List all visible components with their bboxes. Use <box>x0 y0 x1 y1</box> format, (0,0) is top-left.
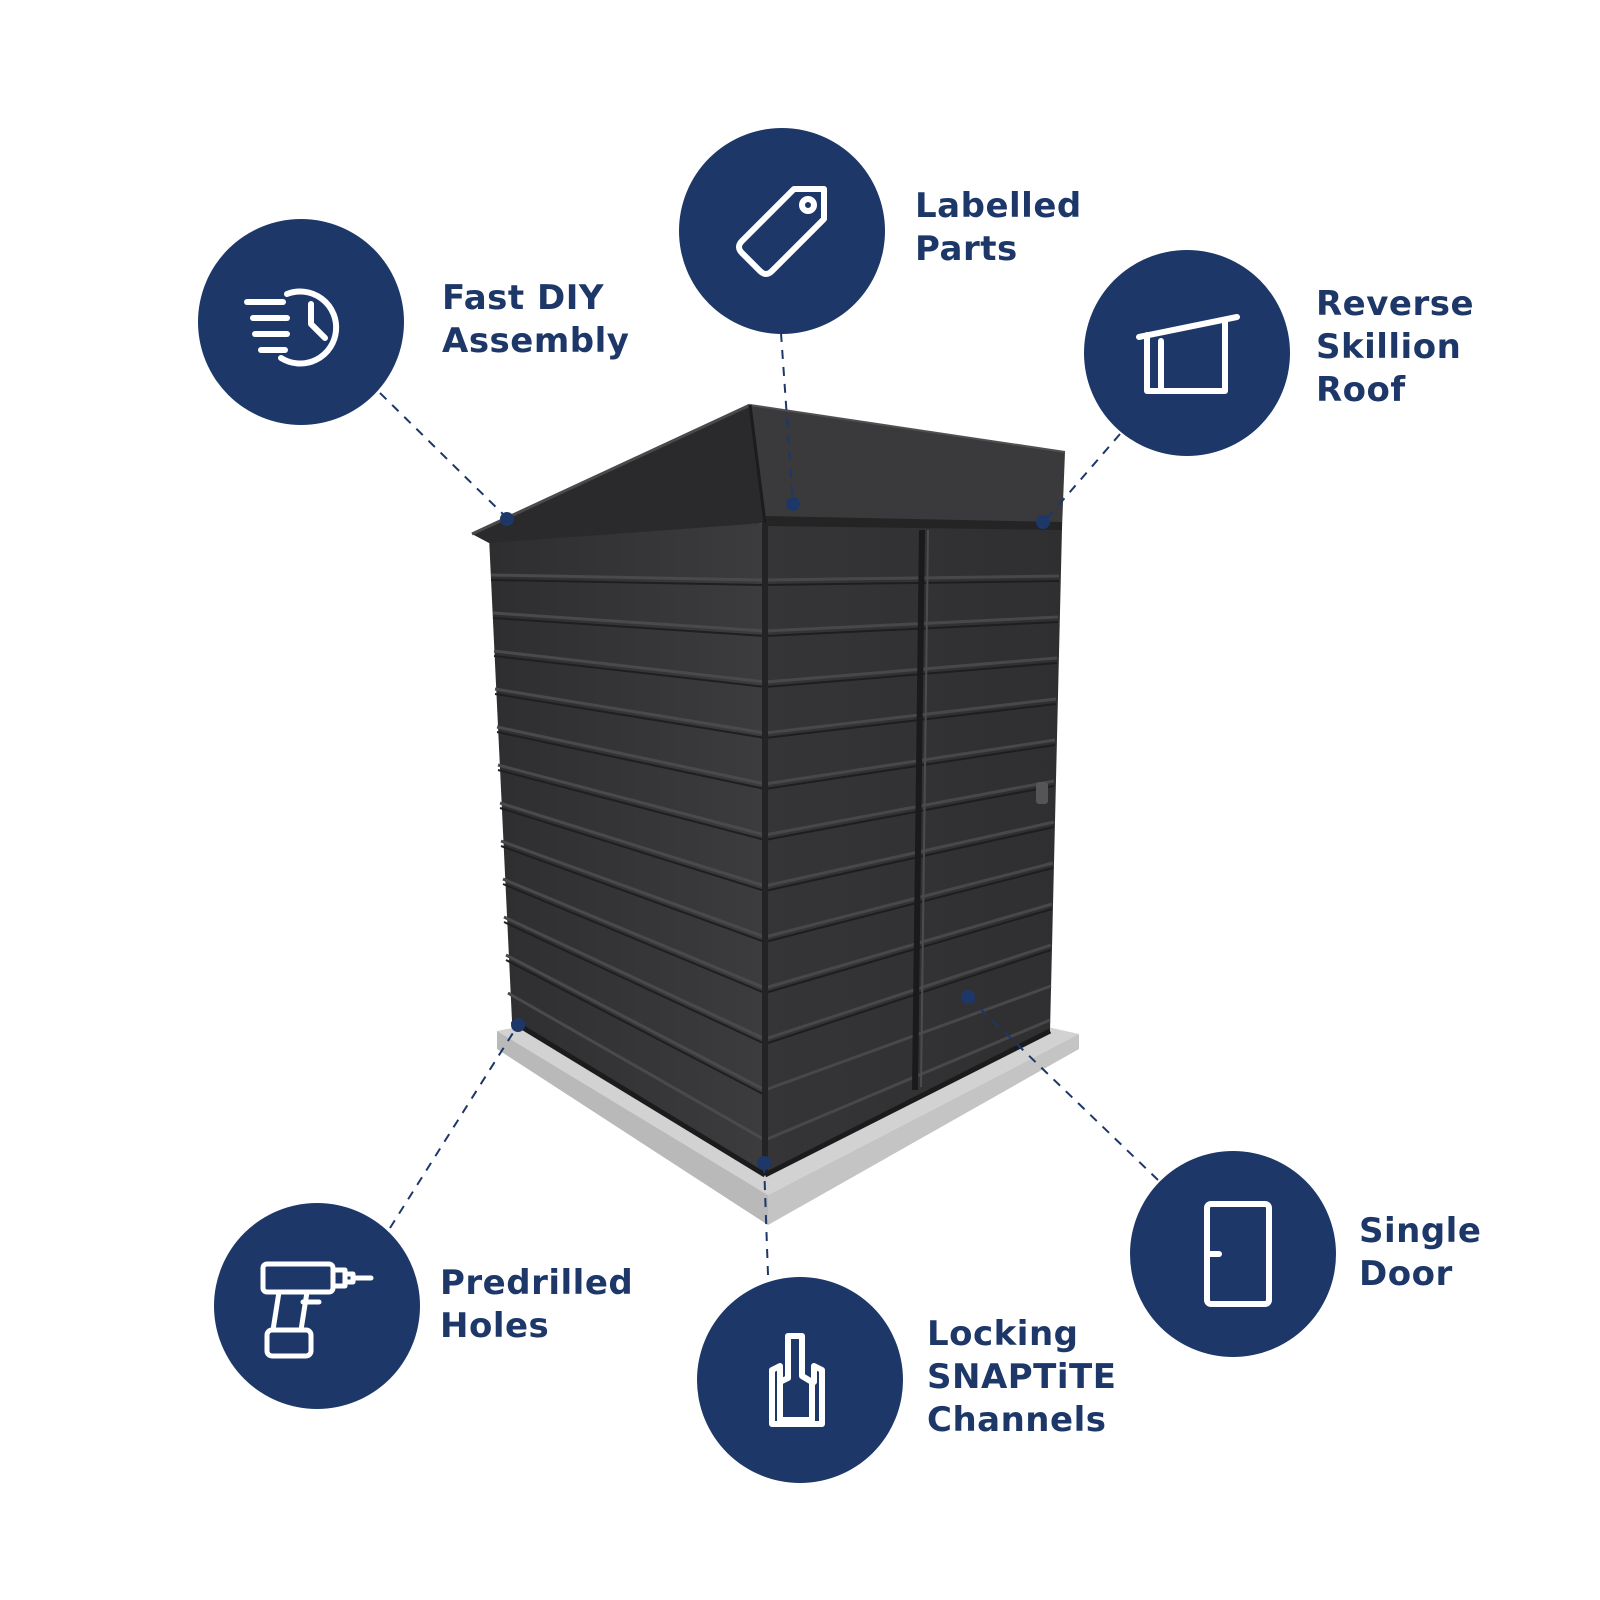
labelled-parts-label: Labelled Parts <box>915 186 1082 269</box>
door-icon <box>1204 1201 1272 1307</box>
labelled-parts-badge <box>679 128 885 334</box>
reverse-skillion-roof-badge <box>1084 250 1290 456</box>
skillion-roof-icon <box>1136 314 1240 394</box>
reverse-skillion-roof-label: Reverse Skillion Roof <box>1316 284 1475 410</box>
price-tag-icon <box>736 186 827 277</box>
shed-side-wall <box>489 523 766 1175</box>
stopwatch-speed-icon <box>244 288 340 367</box>
snaptite-channel-icon <box>769 1333 825 1427</box>
power-drill-icon <box>260 1261 374 1359</box>
fast-diy-badge <box>198 219 404 425</box>
connector-dots <box>500 497 1050 1170</box>
shed-front-wall <box>510 523 1062 1178</box>
snaptite-channels-label: Locking SNAPTiTE Channels <box>927 1314 1117 1440</box>
predrilled-holes-badge <box>214 1203 420 1409</box>
shed-roof <box>471 403 1066 543</box>
single-door-badge <box>1130 1151 1336 1357</box>
snaptite-channels-badge <box>697 1277 903 1483</box>
single-door-label: Single Door <box>1359 1211 1482 1294</box>
fast-diy-label: Fast DIY Assembly <box>442 278 630 361</box>
predrilled-holes-label: Predrilled Holes <box>440 1263 634 1346</box>
connector-lines <box>379 332 1159 1276</box>
